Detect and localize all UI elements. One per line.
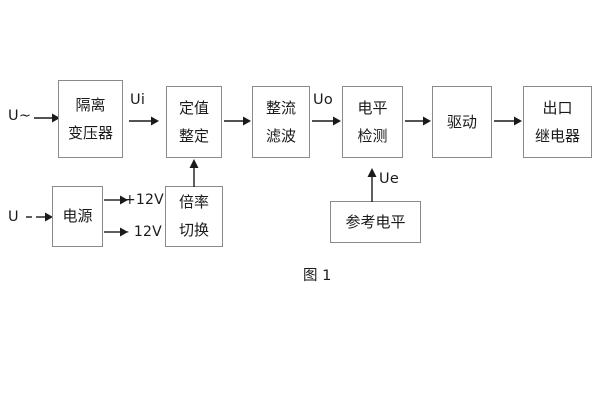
block-label-line1: 出口 [542,98,573,117]
signal-label-input-ac: U~ [8,108,32,124]
block-label-line2: 滤波 [265,126,296,145]
arrow-reference-level-to-level-detection [366,168,378,202]
block-label-line1: 整流 [265,98,296,117]
arrow-power-supply-plus12v [104,194,128,206]
block-label-line1: 驱动 [446,112,477,131]
arrow-power-supply-minus12v [104,226,128,238]
arrow-input-ac-to-isolation-transformer [34,112,60,124]
block-reference-level: 参考电平 [330,201,421,243]
block-label-line2: 整定 [178,126,209,145]
block-multiplier-switch: 倍率 切换 [165,186,223,247]
block-output-relay: 出口 继电器 [523,86,592,158]
block-label-line2: 切换 [178,221,209,239]
arrow-input-dc-to-power-supply [26,211,54,223]
block-label-line2: 检测 [357,126,388,145]
signal-label-input-dc: U [8,209,19,225]
signal-label-uo: Uo [313,92,333,108]
arrow-drive-to-output-relay [494,115,522,127]
arrow-level-detection-to-drive [405,115,431,127]
block-power-supply: 电源 [52,186,103,247]
block-label-line2: 变压器 [67,123,113,142]
signal-label-plus12v: +12V [124,192,164,208]
block-label-line1: 参考电平 [345,212,406,231]
block-label-line2: 继电器 [534,126,580,145]
figure-caption: 图 1 [303,268,332,284]
block-setting-value: 定值 整定 [166,86,222,158]
signal-label-minus12v: - 12V [124,224,162,240]
block-drive: 驱动 [432,86,492,158]
arrow-setting-value-to-rectifier-filter [224,115,251,127]
block-label-line1: 定值 [178,98,209,117]
block-label-line1: 电源 [62,207,93,225]
signal-label-ue: Ue [379,171,399,187]
block-rectifier-filter: 整流 滤波 [252,86,310,158]
arrow-isolation-transformer-to-setting-value [129,115,159,127]
block-label-line1: 电平 [357,98,388,117]
block-isolation-transformer: 隔离 变压器 [58,80,123,158]
arrow-multiplier-switch-to-setting-value [188,159,200,187]
block-level-detection: 电平 检测 [342,86,403,158]
block-label-line1: 隔离 [75,95,106,114]
arrow-rectifier-filter-to-level-detection [312,115,341,127]
signal-label-ui: Ui [130,92,146,108]
block-label-line1: 倍率 [178,193,209,211]
